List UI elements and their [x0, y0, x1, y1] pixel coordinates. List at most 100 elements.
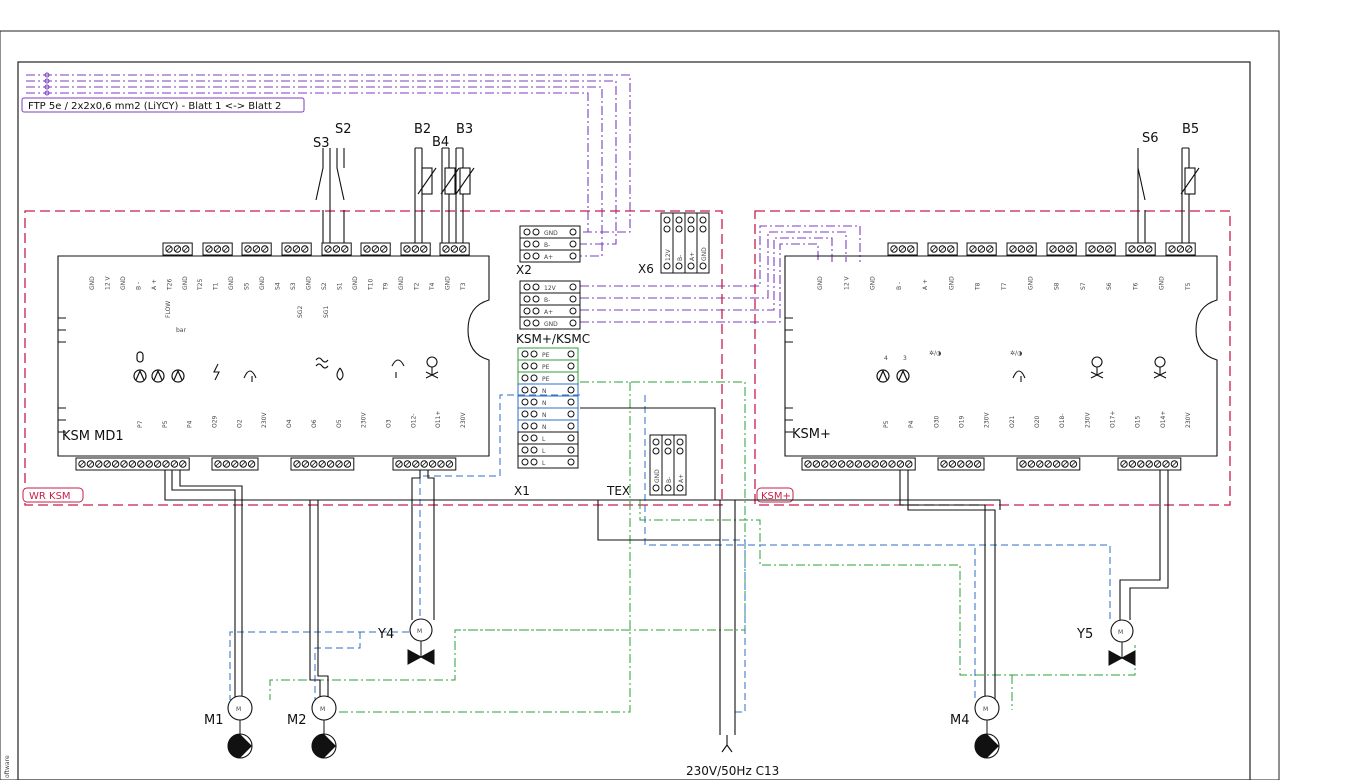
- controller-left-box: [57, 255, 490, 457]
- connector-pin-label: N: [542, 388, 547, 395]
- pin-label: S2: [321, 282, 328, 290]
- pin-label: O29: [212, 415, 219, 428]
- pin-label: S5: [244, 282, 251, 290]
- bus-lines: [26, 72, 861, 323]
- pin-label: T5: [1185, 282, 1192, 291]
- terminal-blocks: [75, 242, 1196, 471]
- connector-pin-label: PE: [542, 376, 550, 383]
- connector-pin-label: L: [542, 448, 546, 455]
- pin-label: O15: [1135, 415, 1142, 428]
- connector-pin-label: A+: [544, 254, 553, 261]
- connector-pin-label: PE: [542, 352, 550, 359]
- label-m2: M2: [287, 713, 307, 728]
- pin-label: GND: [870, 276, 877, 290]
- pin-label: O18-: [1059, 413, 1066, 428]
- label-s6: S6: [1142, 131, 1159, 146]
- pin-label: 12 V: [104, 275, 111, 290]
- m2-motor-letter: M: [320, 706, 325, 713]
- pin-label: S3: [290, 282, 297, 290]
- pin-label: 230V: [460, 412, 467, 428]
- heatpump-glyph-2: ✲/◑: [1010, 350, 1022, 357]
- label-b2: B2: [414, 122, 431, 137]
- controller-right-box: [784, 255, 1218, 457]
- pin-label: T8: [975, 282, 982, 291]
- pin-label: GND: [352, 276, 359, 290]
- pin-label: T9: [383, 282, 390, 291]
- connector-pin-label: A+: [544, 309, 553, 316]
- supply-label: 230V/50Hz C13: [686, 764, 779, 778]
- pin-label: 230V: [1185, 412, 1192, 428]
- heatpump-glyph-1: ✲/◑: [929, 350, 941, 357]
- pin-label: S4: [275, 282, 282, 290]
- pin-label: T4: [429, 282, 436, 291]
- pin-label: O21: [1009, 415, 1016, 428]
- connector-pin-label: L: [542, 460, 546, 467]
- pin-label: A +: [922, 279, 929, 290]
- pin-label: GND: [120, 276, 127, 290]
- zone-right-label: KSM+: [761, 491, 791, 502]
- label-tex: TEX: [606, 484, 630, 498]
- pin-label: 12 V: [843, 275, 850, 290]
- pin-label: P5: [883, 420, 890, 428]
- ntc-sensors: [417, 167, 1200, 195]
- zone-left-tag: [22, 487, 84, 503]
- pin-label: O5: [336, 419, 343, 428]
- pin-label: GND: [817, 276, 824, 290]
- y5-motor-letter: M: [1118, 629, 1123, 636]
- connector-pin-label: PE: [542, 364, 550, 371]
- pin-label: GND: [305, 276, 312, 290]
- connector-pin-label: 12V: [665, 248, 672, 261]
- pin-label: T1: [213, 282, 220, 291]
- connector-pin-label: GND: [544, 321, 558, 328]
- connector-pin-label: N: [542, 400, 547, 407]
- pump-m2: [311, 695, 337, 759]
- supply-arrow-icon: [721, 735, 733, 753]
- connector-pin-label: L: [542, 436, 546, 443]
- pin-label: O6: [311, 419, 318, 428]
- connector-pin-label: N: [542, 424, 547, 431]
- pin-label: S6: [1106, 282, 1113, 290]
- pe-wiring: [269, 381, 1136, 713]
- label-m1: M1: [204, 713, 224, 728]
- zone-right: [754, 210, 1231, 506]
- pin-label: 230V: [361, 412, 368, 428]
- pin-label: T25: [197, 279, 204, 291]
- pump-icons-right: [876, 369, 910, 383]
- pin-label: P4: [908, 420, 915, 428]
- pin-label: S7: [1080, 282, 1087, 290]
- outer-frame: [0, 30, 1280, 780]
- label-m4: M4: [950, 713, 970, 728]
- connector-pin-label: B-: [544, 297, 550, 304]
- pin-label: 230V: [1084, 412, 1091, 428]
- connector-pin-label: B-: [666, 477, 673, 483]
- pin-label: GND: [1159, 276, 1166, 290]
- connector-pin-label: B-: [677, 255, 684, 261]
- connector-pin-label: N: [542, 412, 547, 419]
- pin-label: O11+: [435, 411, 442, 428]
- pin-label: P7: [137, 420, 144, 428]
- pin-label: GND: [398, 276, 405, 290]
- misc-label: FLOW: [165, 301, 172, 318]
- zone-left: [24, 210, 723, 506]
- connector-pin-label: GND: [654, 469, 661, 483]
- pin-label: GND: [1027, 276, 1034, 290]
- pin-label: B -: [135, 282, 142, 290]
- controller-right-ticks: [785, 317, 793, 433]
- label-s3: S3: [313, 136, 330, 151]
- pump-m1: [227, 695, 253, 759]
- pin-label: O12-: [410, 413, 417, 428]
- label-x6: X6: [638, 262, 654, 276]
- label-b5: B5: [1182, 122, 1199, 137]
- cable-note: FTP 5e / 2x2x0,6 mm2 (LiYCY) - Blatt 1 <…: [28, 101, 281, 112]
- label-x1: X1: [514, 484, 530, 498]
- pin-label: GND: [259, 276, 266, 290]
- cable-note-box: [21, 97, 305, 113]
- pin-label: GND: [445, 276, 452, 290]
- misc-label: 4: [884, 355, 888, 362]
- misc-label: SG2: [297, 306, 304, 318]
- controller-left-name: KSM MD1: [62, 429, 124, 444]
- pin-label: O19: [959, 415, 966, 428]
- footer-text: oftware: [4, 755, 11, 778]
- pin-label: T10: [367, 279, 374, 291]
